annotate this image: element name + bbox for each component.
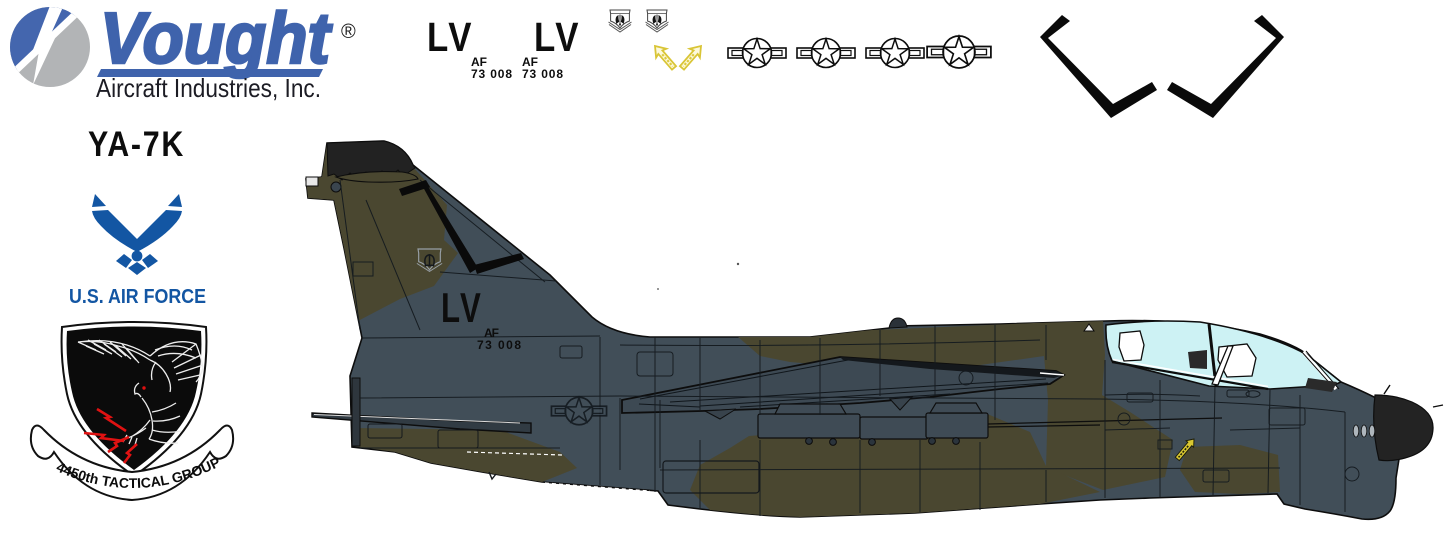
svg-text:LV: LV	[427, 14, 474, 60]
svg-text:LV: LV	[534, 14, 581, 60]
svg-text:73 008: 73 008	[522, 67, 563, 81]
svg-text:AF: AF	[522, 55, 538, 69]
svg-text:AF: AF	[471, 55, 487, 69]
svg-text:YA-7K: YA-7K	[88, 125, 185, 164]
svg-text:73 008: 73 008	[477, 338, 521, 352]
svg-text:Vought: Vought	[100, 0, 333, 79]
svg-text:73 008: 73 008	[471, 67, 512, 81]
svg-text:®: ®	[341, 21, 356, 43]
svg-text:LV: LV	[441, 284, 483, 331]
svg-text:Aircraft Industries, Inc.: Aircraft Industries, Inc.	[96, 73, 321, 103]
svg-text:U.S. AIR FORCE: U.S. AIR FORCE	[69, 286, 206, 308]
svg-text:AF: AF	[484, 326, 499, 340]
